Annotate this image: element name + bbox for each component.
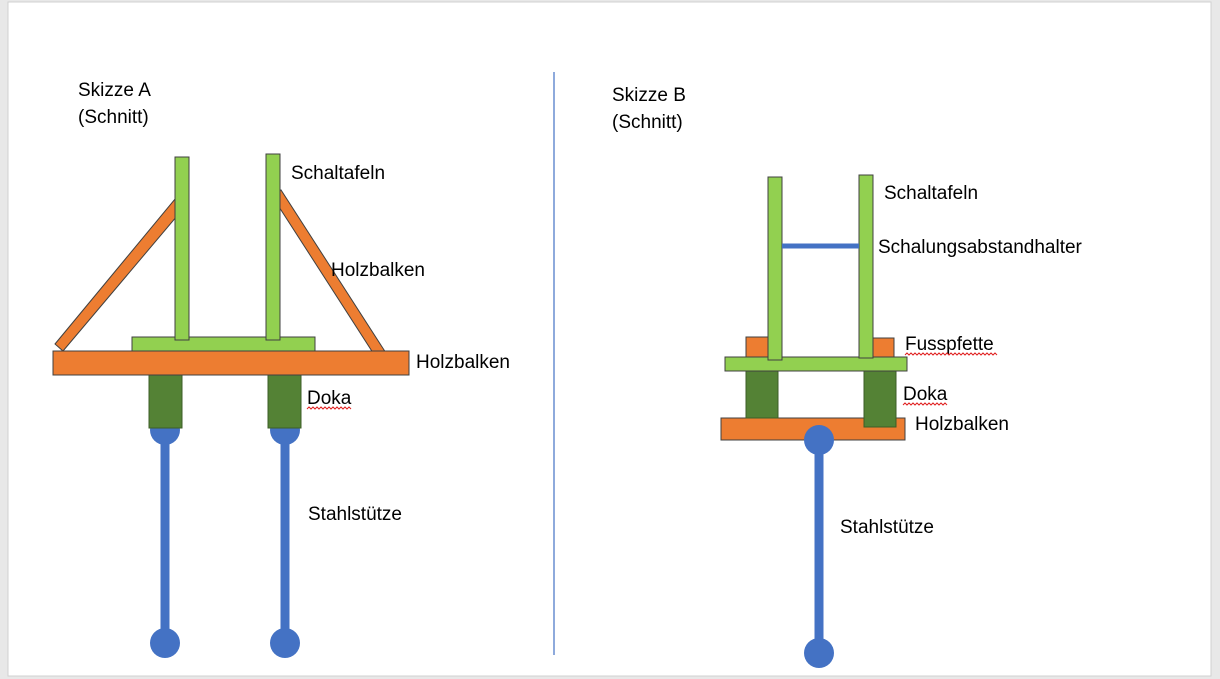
sketch-b-label-schaltafeln: Schaltafeln: [884, 183, 978, 204]
sketch-a-doka-spellcheck-underline: [306, 406, 352, 410]
sketch-a-label-stahlstuetze: Stahlstütze: [308, 504, 402, 525]
sketch-a: Skizze A (Schnitt) Schaltafeln Holzbalke…: [52, 80, 510, 658]
sketch-b-steel-post-top-joint: [804, 425, 834, 455]
sketch-a-formwork-panel-right: [265, 153, 281, 341]
sketch-a-formwork-panel-left: [174, 156, 190, 341]
sketch-b-formwork-base-plate: [724, 356, 908, 372]
sketch-a-base-timber-beam: [52, 350, 410, 376]
sketch-a-steel-post-left-bottom-joint: [150, 628, 180, 658]
sketch-b-label-fusspfette: Fusspfette: [905, 334, 994, 355]
sketch-a-title: Skizze A: [78, 80, 151, 101]
sketch-b-doka-left: [745, 370, 779, 419]
sketch-a-label-holzbalken-diagonal: Holzbalken: [331, 260, 425, 281]
sketch-b-fusspfette-right: [872, 337, 895, 359]
sketch-b: Skizze B (Schnitt) Schaltafeln Schalungs…: [612, 85, 1083, 668]
sketch-a-formwork-base-plate: [131, 336, 316, 352]
sketch-b-formwork-panel-right: [858, 174, 874, 359]
sketch-b-label-schalungsabstandhalter: Schalungsabstandhalter: [878, 237, 1083, 258]
sketch-a-label-schaltafeln: Schaltafeln: [291, 163, 385, 184]
sketch-a-steel-post-right-bottom-joint: [270, 628, 300, 658]
sketch-a-label-holzbalken-base: Holzbalken: [416, 352, 510, 373]
sketch-b-subtitle: (Schnitt): [612, 112, 683, 133]
sketch-b-doka-right: [863, 370, 897, 428]
sketch-a-doka-left: [148, 374, 183, 429]
sketch-a-doka-right: [267, 374, 302, 429]
sketch-b-fusspfette-left: [745, 336, 769, 359]
sketch-a-label-doka: Doka: [307, 388, 352, 409]
sketch-b-fusspfette-spellcheck-underline: [904, 352, 998, 356]
sketch-b-title: Skizze B: [612, 85, 686, 106]
sketch-b-steel-post: [804, 440, 834, 668]
sketch-a-subtitle: (Schnitt): [78, 107, 149, 128]
sketch-b-label-holzbalken: Holzbalken: [915, 414, 1009, 435]
sketch-b-formwork-panel-left: [767, 176, 783, 361]
sketch-b-steel-post-bottom-joint: [804, 638, 834, 668]
sketch-b-label-stahlstuetze: Stahlstütze: [840, 517, 934, 538]
sketch-b-doka-spellcheck-underline: [902, 402, 948, 406]
sketch-b-label-doka: Doka: [903, 384, 948, 405]
